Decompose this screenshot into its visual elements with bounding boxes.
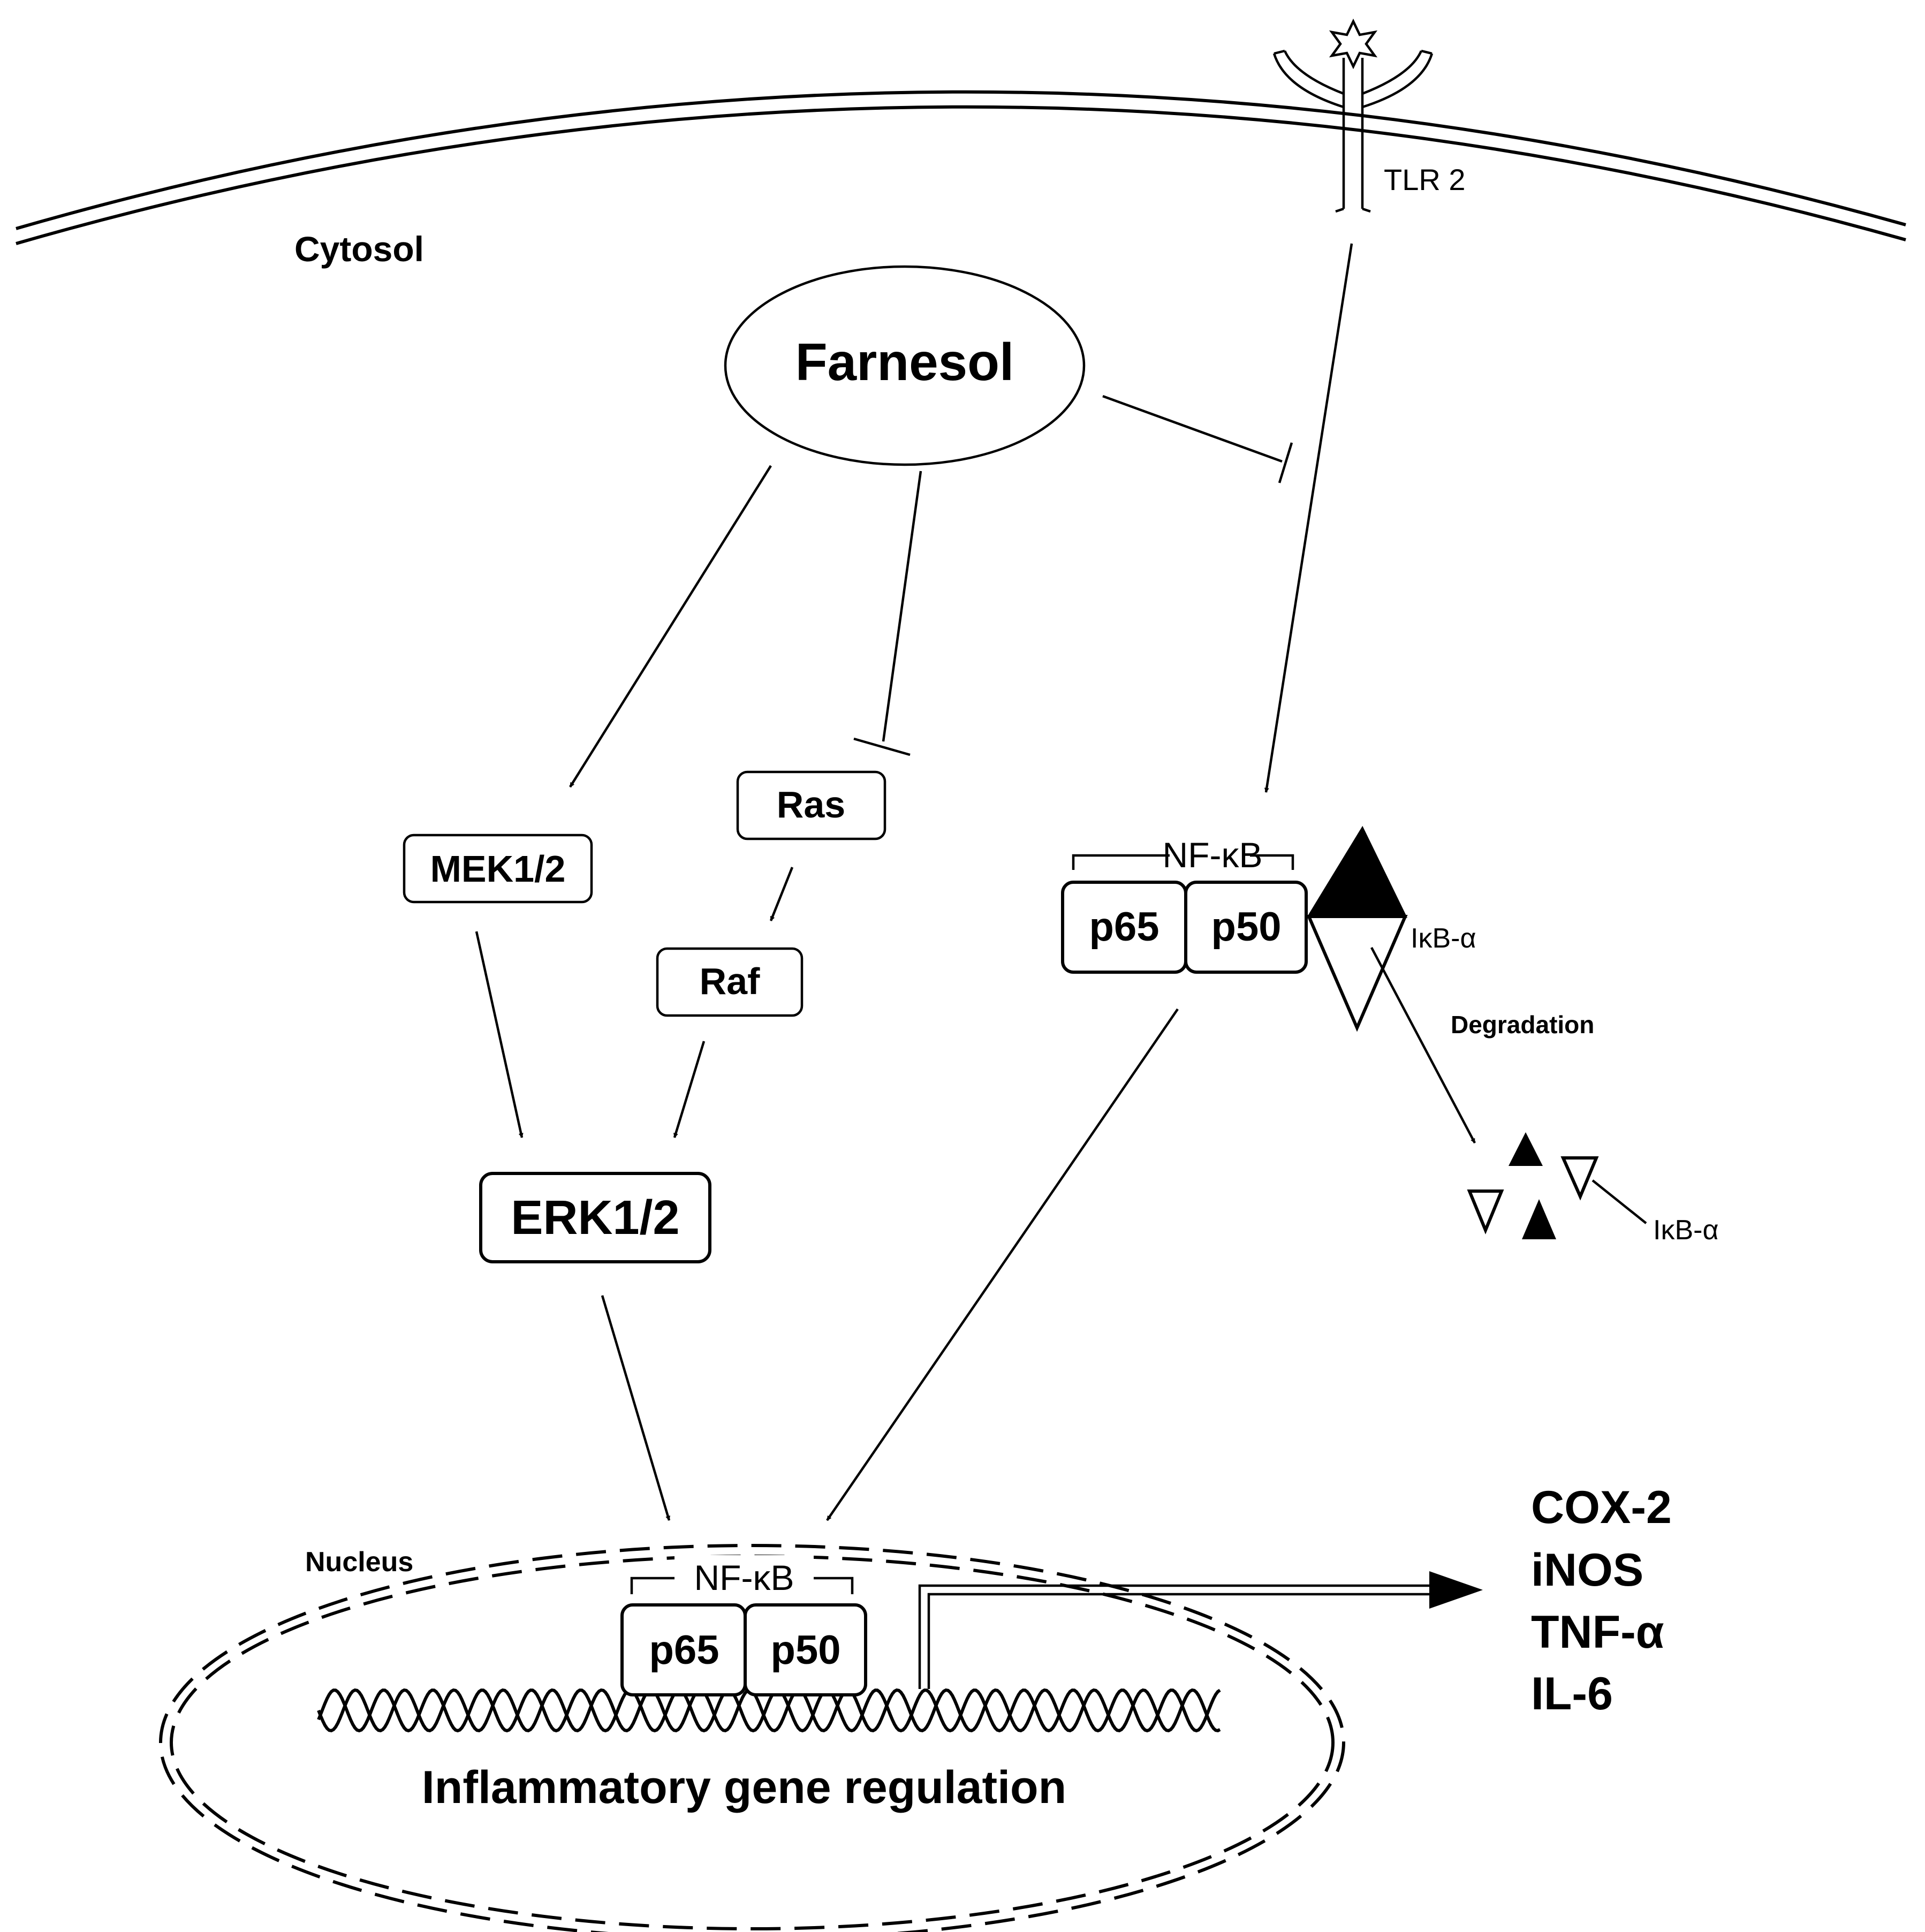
ras-label: Ras bbox=[777, 784, 845, 825]
farnesol-inhibits-tlr2-pathway bbox=[1102, 395, 1293, 483]
nuclear-nfkb-complex: NF-κB p65 p50 bbox=[620, 1555, 867, 1696]
output-gene-item: COX-2 bbox=[1531, 1482, 1672, 1533]
erk-label: ERK1/2 bbox=[511, 1191, 679, 1245]
raf-to-erk-arrow bbox=[673, 1041, 706, 1138]
output-gene-item: TNF-α bbox=[1531, 1607, 1664, 1658]
ikb-alpha-icon bbox=[1306, 825, 1408, 1032]
ikb-alpha-label: IκB-α bbox=[1411, 923, 1476, 954]
cytosol-nfkb-complex: NF-κB p65 p50 bbox=[1061, 835, 1308, 974]
ligand-star-icon bbox=[1329, 18, 1378, 70]
farnesol-label: Farnesol bbox=[795, 332, 1014, 391]
dna-helix-icon bbox=[317, 1688, 1221, 1733]
fragment-pointer bbox=[1591, 1179, 1647, 1224]
output-gene-item: IL-6 bbox=[1531, 1668, 1613, 1719]
fragment-label: IκB-α bbox=[1653, 1215, 1719, 1246]
cytosol-p50-label: p50 bbox=[1211, 904, 1282, 950]
tlr2-label: TLR 2 bbox=[1384, 163, 1466, 196]
cytosol-nfkb-label: NF-κB bbox=[1163, 835, 1263, 875]
nuclear-p65-label: p65 bbox=[649, 1627, 719, 1673]
farnesol-node bbox=[724, 265, 1086, 466]
nucleus-membrane bbox=[159, 1544, 1345, 1932]
tlr2-to-nfkb-arrow bbox=[1264, 243, 1353, 793]
transcription-output-arrow bbox=[918, 1571, 1483, 1689]
degraded-fragments-icon bbox=[1467, 1132, 1599, 1239]
raf-node bbox=[656, 947, 804, 1017]
nfkb-translocation-arrow bbox=[826, 1008, 1179, 1521]
nuclear-nfkb-label: NF-κB bbox=[694, 1558, 794, 1597]
output-gene-list: COX-2 iNOS TNF-α IL-6 bbox=[1531, 1482, 1672, 1719]
cytosol-p65-label: p65 bbox=[1089, 904, 1159, 950]
gene-regulation-label: Inflammatory gene regulation bbox=[422, 1762, 1066, 1813]
ras-to-raf-arrow bbox=[769, 867, 794, 921]
degradation-arrow bbox=[1370, 946, 1476, 1144]
mek-node bbox=[403, 834, 593, 904]
tlr2-receptor-icon bbox=[1272, 49, 1434, 213]
raf-label: Raf bbox=[700, 960, 760, 1002]
mek-to-erk-arrow bbox=[475, 931, 524, 1138]
cytosol-label: Cytosol bbox=[294, 229, 424, 269]
degradation-label: Degradation bbox=[1451, 1011, 1594, 1039]
mek-label: MEK1/2 bbox=[430, 848, 566, 890]
nuclear-p50-label: p50 bbox=[771, 1627, 841, 1673]
farnesol-to-mek-arrow bbox=[569, 465, 772, 788]
ras-node bbox=[736, 770, 886, 840]
erk-node bbox=[479, 1172, 711, 1263]
nucleus-label: Nucleus bbox=[305, 1547, 413, 1578]
erk-to-nuclear-nfkb-arrow bbox=[601, 1295, 671, 1521]
output-gene-item: iNOS bbox=[1531, 1544, 1643, 1596]
farnesol-inhibits-ras bbox=[853, 471, 922, 756]
cytosol-p50 bbox=[1184, 881, 1308, 974]
nuclear-p50 bbox=[744, 1603, 867, 1696]
cell-membrane bbox=[16, 90, 1906, 245]
